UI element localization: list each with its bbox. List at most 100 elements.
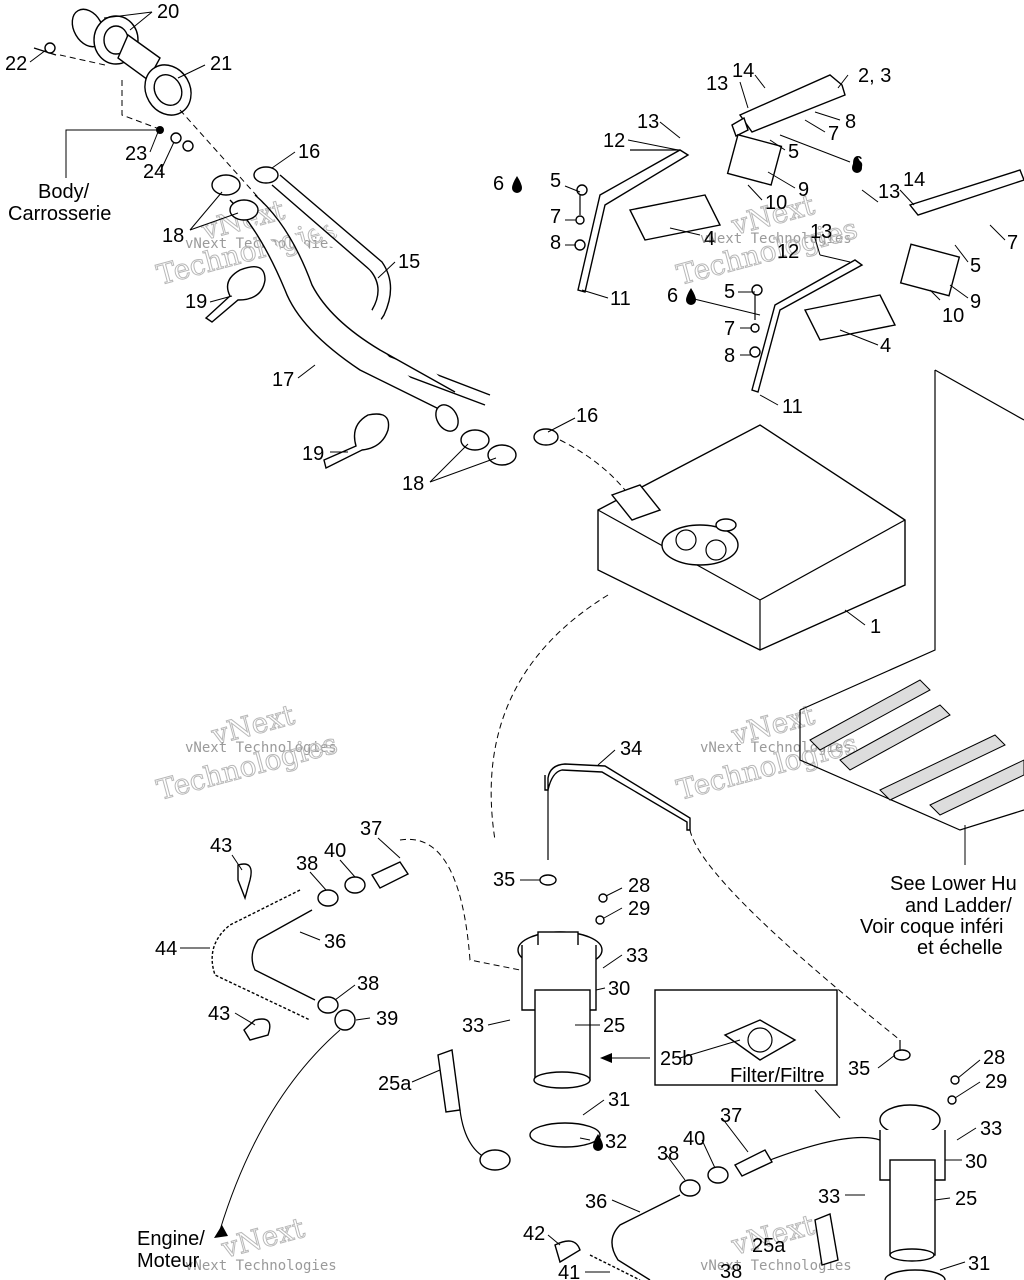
callout-13: 13 bbox=[878, 181, 900, 203]
callout-2-3: 2, 3 bbox=[858, 65, 891, 87]
callout-25b: 25b bbox=[660, 1048, 693, 1070]
callout-12: 12 bbox=[603, 130, 625, 152]
cable-ties-19 bbox=[204, 266, 390, 470]
callout-numbers: 20 21 22 23 24 16 18 19 15 17 19 18 16 1… bbox=[5, 1, 1018, 1280]
lower-hull-partial bbox=[799, 369, 1024, 831]
svg-text:vNext Technologies: vNext Technologies bbox=[185, 740, 337, 756]
callout-31: 31 bbox=[608, 1089, 630, 1111]
callout-17: 17 bbox=[272, 369, 294, 391]
callout-40: 40 bbox=[683, 1128, 705, 1150]
callout-11: 11 bbox=[782, 396, 803, 418]
watermark-4: vNext vNext Technologies Technologies bbox=[673, 697, 862, 807]
callout-12: 12 bbox=[777, 241, 799, 263]
callout-28: 28 bbox=[983, 1047, 1005, 1069]
callout-25a: 25a bbox=[378, 1073, 412, 1095]
filler-neck-assembly bbox=[33, 8, 266, 206]
callout-37: 37 bbox=[720, 1105, 742, 1127]
fill-hose-17 bbox=[229, 194, 459, 432]
svg-text:vNext Technologies: vNext Technologies bbox=[700, 1258, 852, 1274]
callout-32: 32 bbox=[605, 1131, 627, 1153]
callout-14: 14 bbox=[903, 169, 925, 191]
svg-text:vNext: vNext bbox=[217, 1211, 308, 1265]
callout-23: 23 bbox=[125, 143, 147, 165]
callout-6: 6 bbox=[667, 285, 678, 307]
callout-15: 15 bbox=[398, 251, 420, 273]
callout-31: 31 bbox=[968, 1253, 990, 1275]
label-see-lower-3: Voir coque inféri bbox=[860, 916, 1003, 938]
callout-21: 21 bbox=[210, 53, 232, 75]
callout-14: 14 bbox=[732, 60, 754, 82]
callout-33: 33 bbox=[980, 1118, 1002, 1140]
callout-18: 18 bbox=[402, 473, 424, 495]
callout-29: 29 bbox=[628, 898, 650, 920]
callout-33: 33 bbox=[462, 1015, 484, 1037]
callout-25a: 25a bbox=[752, 1235, 786, 1257]
hose-group-left bbox=[211, 861, 410, 1041]
callout-38: 38 bbox=[357, 973, 379, 995]
callout-4: 4 bbox=[880, 335, 891, 357]
callout-28: 28 bbox=[628, 875, 650, 897]
callout-40: 40 bbox=[324, 840, 346, 862]
label-filter: Filter/Filtre bbox=[730, 1065, 824, 1087]
callout-36: 36 bbox=[585, 1191, 607, 1213]
callout-7: 7 bbox=[828, 123, 839, 145]
callout-13: 13 bbox=[706, 73, 728, 95]
callout-42: 42 bbox=[523, 1223, 545, 1245]
callout-7: 7 bbox=[1007, 232, 1018, 254]
callout-13: 13 bbox=[637, 111, 659, 133]
callout-19: 19 bbox=[302, 443, 324, 465]
callout-5: 5 bbox=[550, 170, 561, 192]
label-body: Body/ bbox=[38, 181, 90, 203]
callout-10: 10 bbox=[942, 305, 964, 327]
callout-38: 38 bbox=[720, 1261, 742, 1280]
text-labels: Body/ Carrosserie See Lower Hu and Ladde… bbox=[8, 181, 1017, 1272]
callout-6: 6 bbox=[493, 173, 504, 195]
callout-11: 11 bbox=[610, 288, 631, 310]
callout-9: 9 bbox=[970, 291, 981, 313]
label-see-lower-1: See Lower Hu bbox=[890, 873, 1017, 895]
callout-41: 41 bbox=[558, 1262, 580, 1280]
callout-7: 7 bbox=[724, 318, 735, 340]
callout-19: 19 bbox=[185, 291, 207, 313]
callout-25: 25 bbox=[955, 1188, 977, 1210]
callout-16: 16 bbox=[576, 405, 598, 427]
thread-locker-drop-icons bbox=[512, 156, 862, 1151]
callout-5: 5 bbox=[970, 255, 981, 277]
label-see-lower-2: and Ladder/ bbox=[905, 895, 1012, 917]
callout-36: 36 bbox=[324, 931, 346, 953]
callout-30: 30 bbox=[608, 978, 630, 1000]
clamps-bottom bbox=[460, 428, 559, 466]
watermark-3: vNext vNext Technologies Technologies bbox=[153, 697, 342, 807]
label-engine: Engine/ bbox=[137, 1228, 205, 1250]
callout-38: 38 bbox=[296, 853, 318, 875]
callout-1: 1 bbox=[870, 616, 881, 638]
hose-group-right bbox=[554, 1136, 881, 1280]
callout-18: 18 bbox=[162, 225, 184, 247]
label-engine-fr: Moteur bbox=[137, 1250, 200, 1272]
callout-35: 35 bbox=[493, 869, 515, 891]
callout-33: 33 bbox=[626, 945, 648, 967]
callout-5: 5 bbox=[788, 141, 799, 163]
callout-35: 35 bbox=[848, 1058, 870, 1080]
callout-8: 8 bbox=[845, 111, 856, 133]
watermark-5: vNext vNext Technologies bbox=[185, 1210, 337, 1274]
callout-24: 24 bbox=[143, 161, 165, 183]
callout-10: 10 bbox=[765, 192, 787, 214]
pump-module-2 bbox=[814, 1040, 960, 1280]
callout-38: 38 bbox=[657, 1143, 679, 1165]
callout-30: 30 bbox=[965, 1151, 987, 1173]
callout-16: 16 bbox=[298, 141, 320, 163]
callout-4: 4 bbox=[704, 228, 715, 250]
pump-module-1 bbox=[437, 763, 691, 1171]
label-see-lower-4: et échelle bbox=[917, 937, 1003, 959]
callout-29: 29 bbox=[985, 1071, 1007, 1093]
clamps-top bbox=[211, 166, 279, 221]
callout-22: 22 bbox=[5, 53, 27, 75]
fuel-tank bbox=[597, 424, 906, 651]
callout-9: 9 bbox=[798, 179, 809, 201]
callout-8: 8 bbox=[724, 345, 735, 367]
callout-43: 43 bbox=[210, 835, 232, 857]
callout-33: 33 bbox=[818, 1186, 840, 1208]
callout-39: 39 bbox=[376, 1008, 398, 1030]
